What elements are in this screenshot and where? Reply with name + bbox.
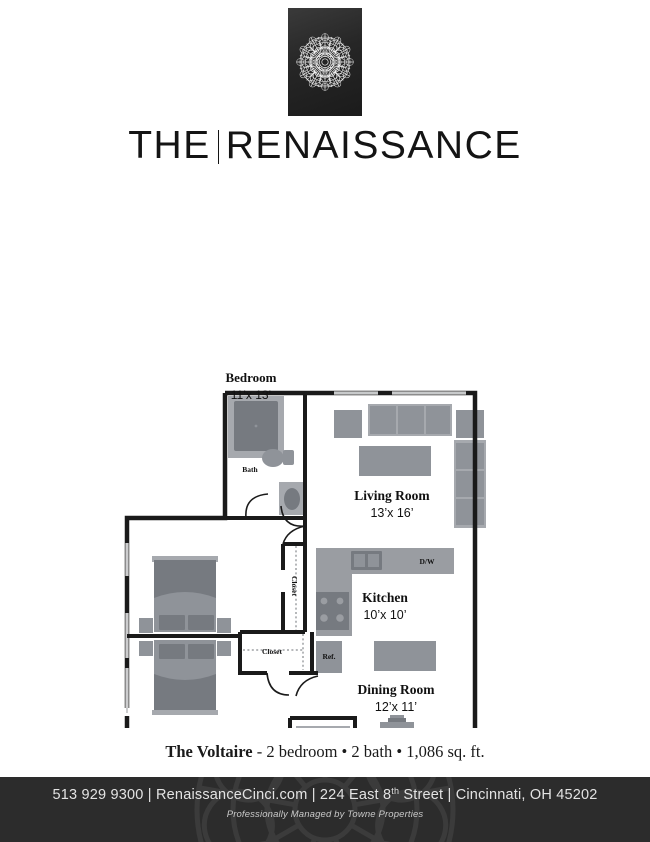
plan-title: The Voltaire - 2 bedroom • 2 bath • 1,08… xyxy=(0,742,650,762)
dim-living-room: 13’x 16’ xyxy=(370,506,413,520)
footer-website[interactable]: RenaissanceCinci.com xyxy=(156,787,308,803)
footer-street-ordinal: th xyxy=(391,786,400,796)
footer-street-b: Street xyxy=(399,787,444,803)
bedroom-upper-furniture xyxy=(139,556,231,633)
label-bedroom-upper: Bedroom xyxy=(225,370,276,385)
label-refrigerator: Ref. xyxy=(322,652,335,661)
footer-sep-1: | xyxy=(143,787,156,803)
footer-phone[interactable]: 513 929 9300 xyxy=(52,787,144,803)
dim-dining-room: 12’x 11’ xyxy=(375,700,417,714)
brand-divider xyxy=(217,130,219,164)
closet-shelves xyxy=(243,546,304,670)
label-bath-upper: Bath xyxy=(242,465,258,474)
footer-sep-3: | xyxy=(443,787,456,803)
plan-name: The Voltaire xyxy=(165,742,253,761)
dining-furniture xyxy=(380,715,414,728)
label-dining-room: Dining Room xyxy=(358,682,436,697)
footer-sep-2: | xyxy=(307,787,320,803)
walls-interior xyxy=(127,393,357,728)
footer-street-a: 224 East 8 xyxy=(319,787,392,803)
bath-lower-fixtures xyxy=(296,726,350,728)
plan-details: - 2 bedroom • 2 bath • 1,086 sq. ft. xyxy=(252,742,485,761)
page-header: THE RENAISSANCE xyxy=(0,0,650,185)
label-living-room: Living Room xyxy=(354,488,430,503)
floorplan-diagram: Living Room 13’x 16’ Bedroom 11’x 13’ Ki… xyxy=(0,188,650,728)
footer-watermark-icon xyxy=(194,777,456,842)
footer-management-line: Professionally Managed by Towne Properti… xyxy=(226,809,424,820)
label-kitchen: Kitchen xyxy=(362,590,408,605)
label-dishwasher: D/W xyxy=(420,557,436,566)
footer-contact-line: 513 929 9300 | RenaissanceCinci.com | 22… xyxy=(0,786,650,803)
bath-upper-fixtures xyxy=(228,396,305,515)
door-swings xyxy=(245,493,319,697)
page-footer: 513 929 9300 | RenaissanceCinci.com | 22… xyxy=(0,777,650,842)
living-room-furniture xyxy=(334,404,486,528)
mandala-rosette-icon xyxy=(288,8,362,116)
dim-bedroom-upper: 11’x 13’ xyxy=(231,388,271,402)
brand-wordmark: THE RENAISSANCE xyxy=(0,124,650,168)
brand-prefix: THE xyxy=(128,124,211,167)
brand-suffix: RENAISSANCE xyxy=(225,124,522,167)
label-closet-hall: Closet xyxy=(262,647,282,656)
dim-kitchen: 10’x 10’ xyxy=(363,608,406,622)
label-closet-bedroom: Closet xyxy=(290,576,299,596)
bedroom-lower-furniture xyxy=(139,640,231,715)
kitchen-fixtures xyxy=(316,548,454,673)
footer-city: Cincinnati, OH 45202 xyxy=(455,787,598,803)
